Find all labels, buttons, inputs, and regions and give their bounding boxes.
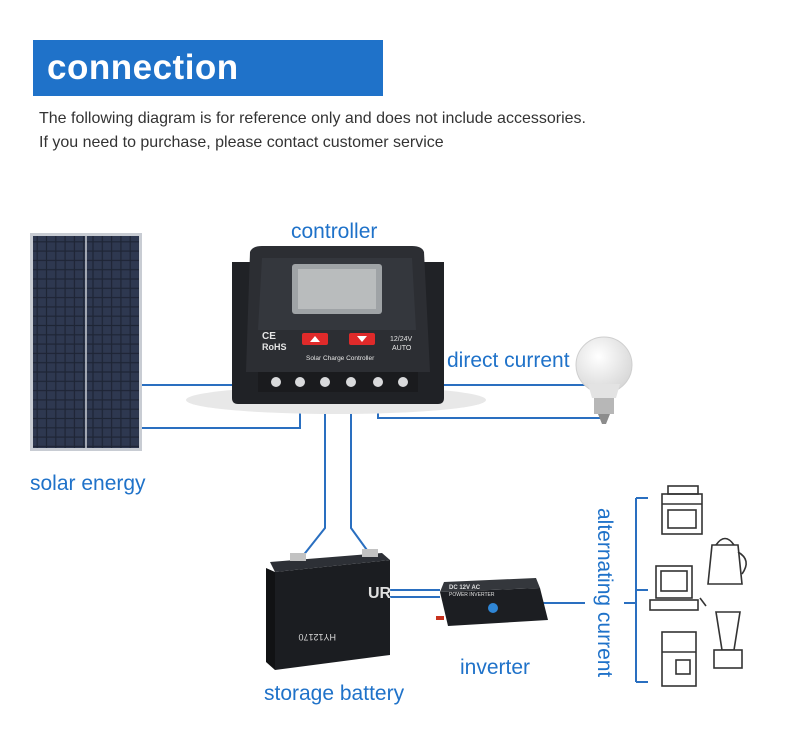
solar-panel	[30, 233, 142, 451]
ce-mark: CE	[262, 331, 276, 342]
inverter-subname: POWER INVERTER	[449, 592, 495, 598]
inverter-label: inverter	[460, 656, 531, 679]
direct-current-label: direct current	[447, 349, 570, 372]
light-bulb	[575, 336, 633, 424]
terminals	[271, 377, 408, 387]
kettle-icon	[707, 537, 747, 585]
stove-icon	[661, 485, 703, 535]
battery-brand: UR	[368, 585, 392, 602]
intro-line-2: If you need to purchase, please contact …	[39, 134, 444, 151]
auto-text: AUTO	[392, 345, 412, 352]
storage-battery-label: storage battery	[264, 682, 405, 705]
page-title: connection diagram	[33, 40, 383, 143]
storage-battery-device: UR HY12170	[266, 549, 392, 670]
controller-name: Solar Charge Controller	[306, 355, 375, 362]
fridge-icon	[661, 631, 697, 687]
blender-icon	[713, 611, 743, 669]
battery-model: HY12170	[298, 632, 336, 642]
solar-energy-label: solar energy	[30, 472, 146, 495]
rohs-mark: RoHS	[262, 342, 287, 352]
wires	[142, 384, 648, 683]
charge-controller: CE RoHS 12/24V AUTO Solar Charge Control…	[186, 246, 486, 414]
voltage-text: 12/24V	[390, 336, 413, 343]
intro-line-1: The following diagram is for reference o…	[39, 110, 586, 127]
inverter-device: DC 12V AC POWER INVERTER	[436, 578, 548, 626]
alternating-current-label: alternating current	[593, 508, 616, 678]
controller-label: controller	[291, 220, 378, 243]
inverter-name: DC 12V AC	[449, 585, 481, 591]
appliances	[649, 485, 747, 687]
computer-icon	[649, 565, 707, 611]
